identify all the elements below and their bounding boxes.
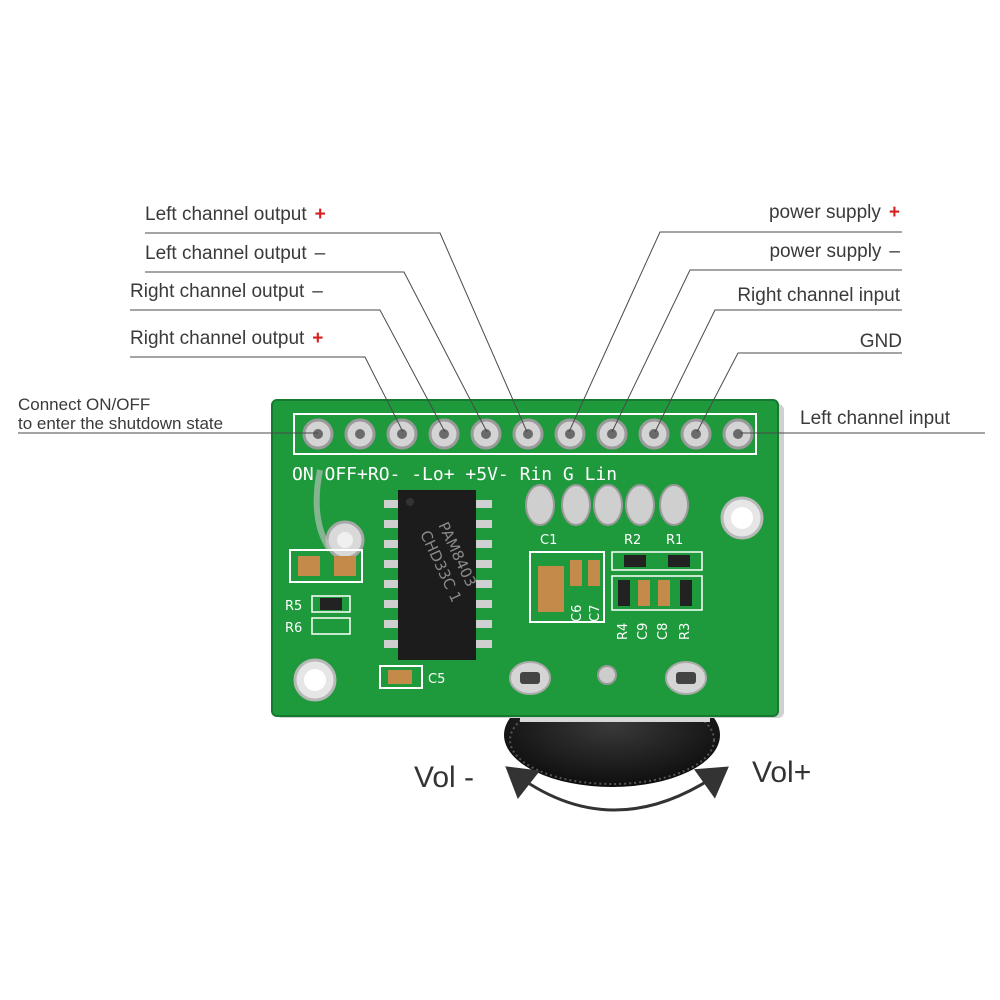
potentiometer-slots — [509, 661, 707, 695]
label-onoff-line2: to enter the shutdown state — [18, 414, 223, 433]
header-pin-hole — [523, 429, 533, 439]
label-left-output-minus: Left channel output– — [145, 243, 326, 264]
label-right-input: Right channel input — [737, 285, 900, 306]
vol-minus-label: Vol - — [414, 761, 474, 794]
silk-r3: R3 — [678, 623, 693, 640]
chip-pin-left — [384, 640, 400, 648]
leader-right-out-plus — [130, 356, 404, 433]
silk-r2: R2 — [624, 533, 641, 548]
silk-r1: R1 — [666, 533, 683, 548]
component-pads — [525, 484, 689, 526]
leader-power-plus — [568, 231, 902, 433]
chip-pin-right — [476, 560, 492, 568]
header-pin-hole — [397, 429, 407, 439]
leader-lines — [18, 231, 985, 434]
silk-c9: C9 — [636, 623, 651, 640]
chip-pin-right — [476, 620, 492, 628]
label-power-plus: power supply+ — [769, 202, 900, 223]
chip-pin-left — [384, 580, 400, 588]
leader-right-in — [654, 309, 902, 433]
chip-pin-left — [384, 620, 400, 628]
header-pin-hole — [565, 429, 575, 439]
header-pin-hole — [481, 429, 491, 439]
silk-r6: R6 — [285, 621, 302, 636]
label-onoff-line1: Connect ON/OFF — [18, 395, 150, 414]
pam8403-chip: PAM8403 CHD33C 1 — [384, 490, 492, 660]
leader-left-out-plus — [145, 232, 528, 433]
leader-gnd — [696, 352, 902, 433]
label-gnd: GND — [860, 331, 902, 352]
silk-r5: R5 — [285, 599, 302, 614]
silk-r4: R4 — [616, 623, 631, 640]
silk-c8: C8 — [656, 623, 671, 640]
chip-pin-left — [384, 520, 400, 528]
header-pins — [302, 418, 754, 450]
pcb-board: ON OFF+RO- -Lo+ +5V- Rin G Lin PAM8403 C… — [271, 399, 784, 718]
chip-pin-left — [384, 540, 400, 548]
leader-power-minus — [611, 269, 902, 433]
volume-arrow — [505, 766, 729, 812]
leader-right-out-minus — [130, 309, 446, 433]
silk-c6: C6 — [570, 605, 585, 622]
label-right-output-minus: Right channel output– — [130, 281, 323, 302]
chip-pin-right — [476, 500, 492, 508]
label-left-input: Left channel input — [800, 408, 951, 429]
label-left-output-plus: Left channel output+ — [145, 204, 326, 225]
chip-pin-right — [476, 580, 492, 588]
silk-c7: C7 — [588, 605, 603, 622]
chip-pin-right — [476, 640, 492, 648]
chip-pin-right — [476, 540, 492, 548]
chip-pin-left — [384, 560, 400, 568]
chip-pin-left — [384, 600, 400, 608]
header-pin-hole — [355, 429, 365, 439]
label-right-output-plus: Right channel output+ — [130, 328, 323, 349]
mounting-hole-right — [720, 496, 764, 540]
chip-pin-right — [476, 520, 492, 528]
silk-c1: C1 — [540, 533, 557, 548]
pin-row-silkscreen: ON OFF+RO- -Lo+ +5V- Rin G Lin — [292, 464, 617, 485]
header-pin-hole — [439, 429, 449, 439]
chip-pin-right — [476, 600, 492, 608]
header-pin-hole — [607, 429, 617, 439]
leader-left-out-minus — [145, 271, 488, 433]
header-pin-hole — [649, 429, 659, 439]
header-pin-hole — [733, 429, 743, 439]
chip-pin-left — [384, 500, 400, 508]
silk-c5: C5 — [428, 672, 445, 687]
pin-header-outline — [293, 413, 757, 455]
mounting-hole-left — [293, 658, 337, 702]
smd-components — [289, 549, 703, 689]
header-pin-hole — [313, 429, 323, 439]
vol-plus-label: Vol+ — [752, 756, 811, 789]
header-pin-hole — [691, 429, 701, 439]
label-power-minus: power supply– — [769, 241, 900, 262]
